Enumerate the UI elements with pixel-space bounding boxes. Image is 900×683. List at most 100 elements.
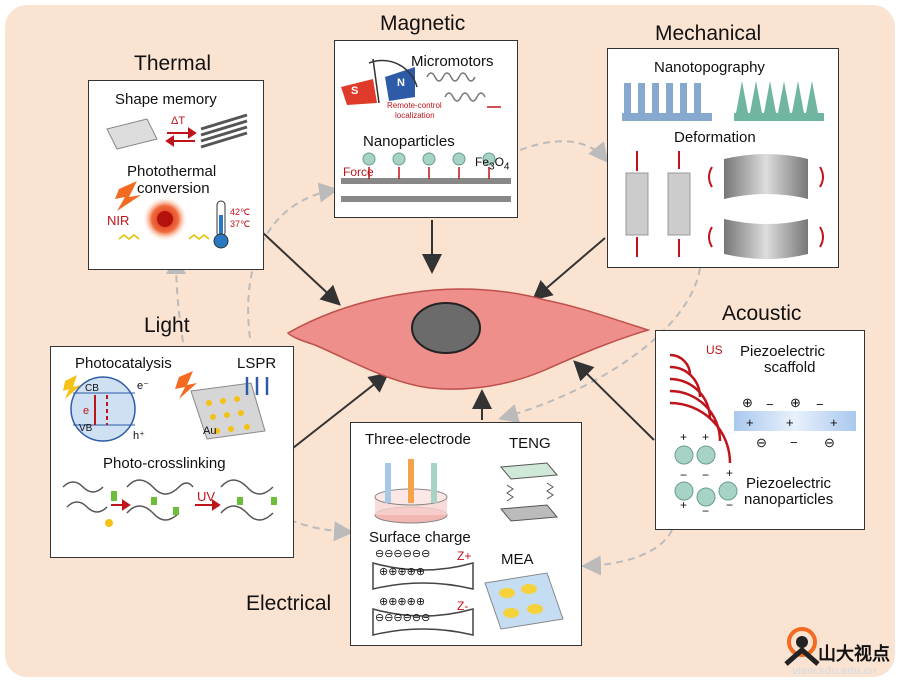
h-plus-label: h⁺	[133, 430, 145, 442]
svg-text:−: −	[726, 498, 733, 512]
thermal-illustrations	[106, 113, 248, 249]
deformation-label: Deformation	[674, 129, 756, 146]
localization-label: localization	[395, 111, 435, 120]
fe-text: Fe	[475, 155, 490, 169]
fe-subscript: 3	[489, 161, 495, 173]
piezo-scaffold-label-1: Piezoelectric	[740, 343, 826, 360]
o-subscript: 4	[503, 161, 510, 173]
category-mechanical: Mechanical	[655, 22, 762, 45]
nir-label: NIR	[107, 213, 130, 228]
surface-charge-z-plus	[372, 562, 474, 590]
e-label: e	[83, 405, 90, 417]
dashed-cycle-arrows	[166, 140, 701, 576]
svg-text:+: +	[702, 430, 709, 444]
nir-bolt-icon	[115, 181, 141, 211]
surface-charge-z-minus	[372, 608, 474, 636]
surface-charge-label: Surface charge	[369, 529, 471, 546]
photocatalysis-label: Photocatalysis	[75, 355, 172, 372]
category-light: Light	[144, 314, 190, 337]
south-pole-label: S	[351, 85, 359, 97]
piezo-scaffold-label-2: scaffold	[764, 359, 816, 376]
svg-text:−: −	[790, 435, 798, 450]
nanopillars-blue	[622, 83, 712, 121]
svg-text:+: +	[786, 415, 794, 430]
z-minus-label: Z-	[457, 599, 469, 613]
svg-text:+: +	[680, 498, 687, 512]
logo-name: 山大视点	[818, 644, 890, 664]
svg-text:⊕: ⊕	[790, 395, 801, 410]
svg-text:⊖⊖⊖⊖⊖⊖: ⊖⊖⊖⊖⊖⊖	[375, 548, 430, 560]
piezo-np-label-2: nanoparticles	[744, 491, 834, 508]
scaffold-charges: ⊕−⊕− +++ ⊖−⊖	[742, 395, 838, 450]
shape-memory-strips	[200, 113, 248, 149]
membrane-bilayer	[341, 178, 511, 202]
mechanical-illustrations	[622, 81, 824, 259]
category-thermal: Thermal	[134, 52, 212, 75]
us-label: US	[706, 343, 723, 357]
light-panel: Photocatalysis LSPR CB VB e⁻ e h⁺ Au Pho…	[50, 346, 294, 558]
fe3o4-particles	[362, 152, 496, 166]
surface-charge-symbols: ⊖⊖⊖⊖⊖⊖ ⊕⊕⊕⊕⊕ ⊕⊕⊕⊕⊕ ⊖⊖⊖⊖⊖⊖	[375, 548, 430, 624]
three-electrode-cell-icon	[374, 459, 448, 524]
stimulus-arrows	[261, 220, 655, 449]
svg-text:⊖: ⊖	[824, 435, 835, 450]
magnetic-panel: Micromotors S N Remote-control localizat…	[334, 40, 518, 218]
uv-label: UV	[197, 489, 216, 504]
electrical-panel: ⊖⊖⊖⊖⊖⊖ ⊕⊕⊕⊕⊕ ⊕⊕⊕⊕⊕ ⊖⊖⊖⊖⊖⊖ Three-electrod…	[350, 422, 582, 646]
cb-label: CB	[85, 383, 99, 394]
acoustic-panel: ⊕−⊕− +++ ⊖−⊖ ++ −− +−+− US Piezoelectric…	[655, 330, 865, 530]
svg-text:⊕⊕⊕⊕⊕: ⊕⊕⊕⊕⊕	[379, 566, 425, 578]
photocatalysis-bolt-icon	[63, 375, 81, 399]
acoustic-illustrations: ⊕−⊕− +++ ⊖−⊖ ++ −− +−+−	[669, 353, 856, 518]
piezo-scaffold-band	[734, 411, 856, 431]
micromotor-spring	[426, 72, 486, 102]
e-minus-label: e⁻	[137, 380, 149, 392]
fe3o4-label: Fe3O4	[475, 155, 509, 172]
svg-text:−: −	[680, 468, 687, 482]
sdu-logo-icon	[784, 627, 820, 666]
temp-high-label: 42℃	[230, 207, 251, 217]
svg-text:⊖: ⊖	[756, 435, 767, 450]
category-magnetic: Magnetic	[380, 12, 466, 35]
z-plus-label: Z+	[457, 549, 472, 563]
piezo-np-label-1: Piezoelectric	[746, 475, 832, 492]
svg-text:+: +	[746, 415, 754, 430]
o-text: O	[494, 155, 504, 169]
svg-text:−: −	[766, 397, 774, 412]
photothermal-label: Photothermal	[127, 163, 217, 180]
thermal-panel: Shape memory ΔT Photothermal conversion …	[88, 80, 264, 270]
teng-device-icon	[500, 462, 558, 522]
svg-text:−: −	[702, 504, 709, 518]
mechanical-panel: Nanotopography Deformation	[607, 48, 839, 268]
delta-t-label: ΔT	[171, 115, 186, 127]
svg-text:−: −	[702, 468, 709, 482]
mea-plate-icon	[484, 572, 564, 630]
force-label: Force	[343, 165, 374, 179]
vb-label: VB	[79, 423, 93, 434]
mea-label: MEA	[501, 551, 534, 568]
electrical-illustrations: ⊖⊖⊖⊖⊖⊖ ⊕⊕⊕⊕⊕ ⊕⊕⊕⊕⊕ ⊖⊖⊖⊖⊖⊖	[372, 459, 564, 636]
ultrasound-waves-icon	[669, 353, 732, 464]
category-acoustic: Acoustic	[722, 302, 802, 325]
svg-text:⊕⊕⊕⊕⊕: ⊕⊕⊕⊕⊕	[379, 596, 425, 608]
remote-control-label: Remote-control	[387, 101, 442, 110]
logo-url: view.sdu.edu.cn	[792, 665, 877, 677]
svg-text:+: +	[680, 430, 687, 444]
svg-text:−: −	[816, 397, 824, 412]
au-label: Au	[203, 425, 217, 437]
category-electrical: Electrical	[246, 592, 332, 615]
nanotopography-label: Nanotopography	[654, 59, 765, 76]
thermometer-icon	[213, 200, 229, 249]
temp-low-label: 37℃	[230, 219, 251, 229]
light-illustrations	[62, 371, 277, 527]
svg-text:⊕: ⊕	[742, 395, 753, 410]
shape-memory-label: Shape memory	[115, 91, 217, 108]
svg-text:+: +	[830, 415, 838, 430]
photo-crosslinking-label: Photo-crosslinking	[103, 455, 226, 472]
three-electrode-label: Three-electrode	[365, 431, 471, 448]
conversion-label: conversion	[137, 180, 210, 197]
svg-text:+: +	[726, 466, 733, 480]
magnetic-illustrations	[341, 58, 511, 202]
crosslink-network	[62, 479, 274, 521]
